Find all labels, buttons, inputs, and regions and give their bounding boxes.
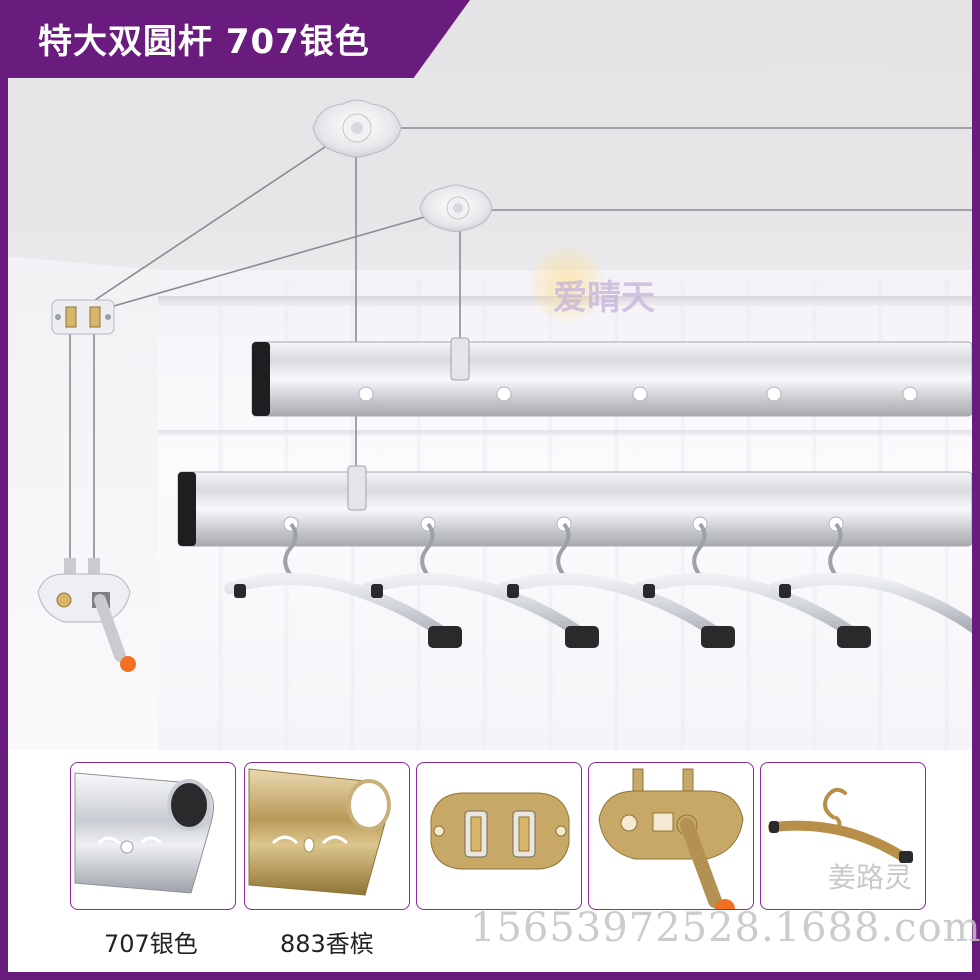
drying-rack-illustration <box>37 99 972 672</box>
cables <box>69 127 972 560</box>
banner-title: 特大双圆杆 707银色 <box>38 22 370 62</box>
thumbnail-pulley-bracket[interactable] <box>416 762 582 910</box>
thumbnail-crank-winder[interactable] <box>588 762 754 910</box>
wall-pulley-bracket <box>51 299 115 335</box>
thumbnail-caption-silver: 707银色 <box>104 930 198 958</box>
hangers <box>224 522 972 648</box>
clothes-hanger-icon <box>768 787 913 863</box>
brand-logo-sun <box>528 245 606 323</box>
hanger <box>769 522 972 634</box>
silver-rod-cross-section-icon <box>74 772 214 894</box>
seller-watermark: 姜路灵 <box>828 861 913 894</box>
hanger <box>224 522 462 648</box>
thumbnail-silver-rod[interactable] <box>70 762 236 910</box>
brand-watermark: 爱晴天 <box>553 278 655 318</box>
window-frame-bar <box>158 430 972 436</box>
hanger <box>633 522 871 648</box>
hand-crank-winder <box>37 558 136 672</box>
hand-crank-winder-icon <box>598 768 744 909</box>
phone-watermark: 15653972528.1688.com <box>470 905 980 951</box>
pulley-bracket-icon <box>430 792 570 870</box>
back-drying-rod <box>251 337 972 417</box>
thumbnail-hanger[interactable] <box>760 762 926 910</box>
thumbnail-caption-champagne: 883香槟 <box>280 930 374 958</box>
title-banner <box>0 0 470 78</box>
ceiling-pulley <box>419 184 493 232</box>
hanger <box>497 522 735 648</box>
front-drying-rod <box>177 465 972 547</box>
hanger <box>361 522 599 648</box>
champagne-rod-cross-section-icon <box>248 768 391 896</box>
ceiling-pulley <box>312 99 402 158</box>
product-scene: 爱晴天 <box>8 0 972 750</box>
thumbnail-champagne-rod[interactable] <box>244 762 410 910</box>
thumbnail-row <box>70 762 930 912</box>
